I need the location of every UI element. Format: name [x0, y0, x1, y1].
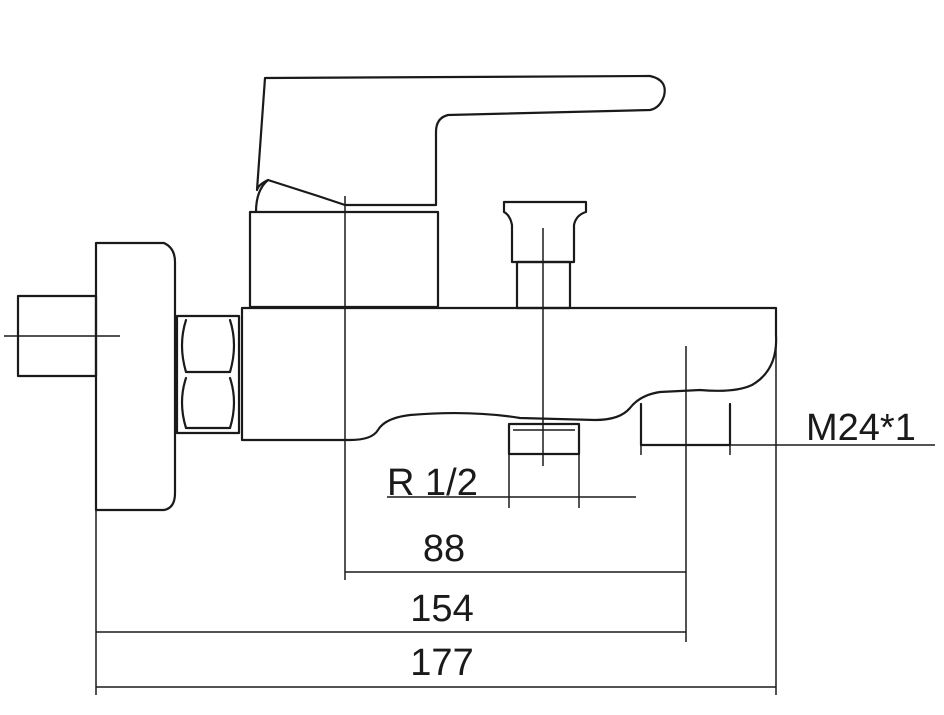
- inlet-thread: [507, 422, 581, 456]
- hex-nut-face-bottom: [180, 376, 236, 430]
- lever-handle: [255, 74, 666, 207]
- dimension-label-88: 88: [423, 528, 465, 570]
- dimension-label-177: 177: [410, 642, 473, 684]
- wall-flange: [94, 241, 177, 512]
- hex-nut: [175, 314, 241, 435]
- inlet-thread-label: R 1/2: [387, 462, 478, 504]
- diverter-knob: [502, 200, 588, 264]
- hex-nut-face-top: [180, 318, 236, 374]
- cartridge-housing: [248, 210, 440, 309]
- faucet-body: [240, 306, 778, 442]
- lever-neck: [254, 178, 270, 214]
- dimension-label-154: 154: [410, 588, 473, 630]
- outlet-thread-label: M24*1: [806, 407, 916, 449]
